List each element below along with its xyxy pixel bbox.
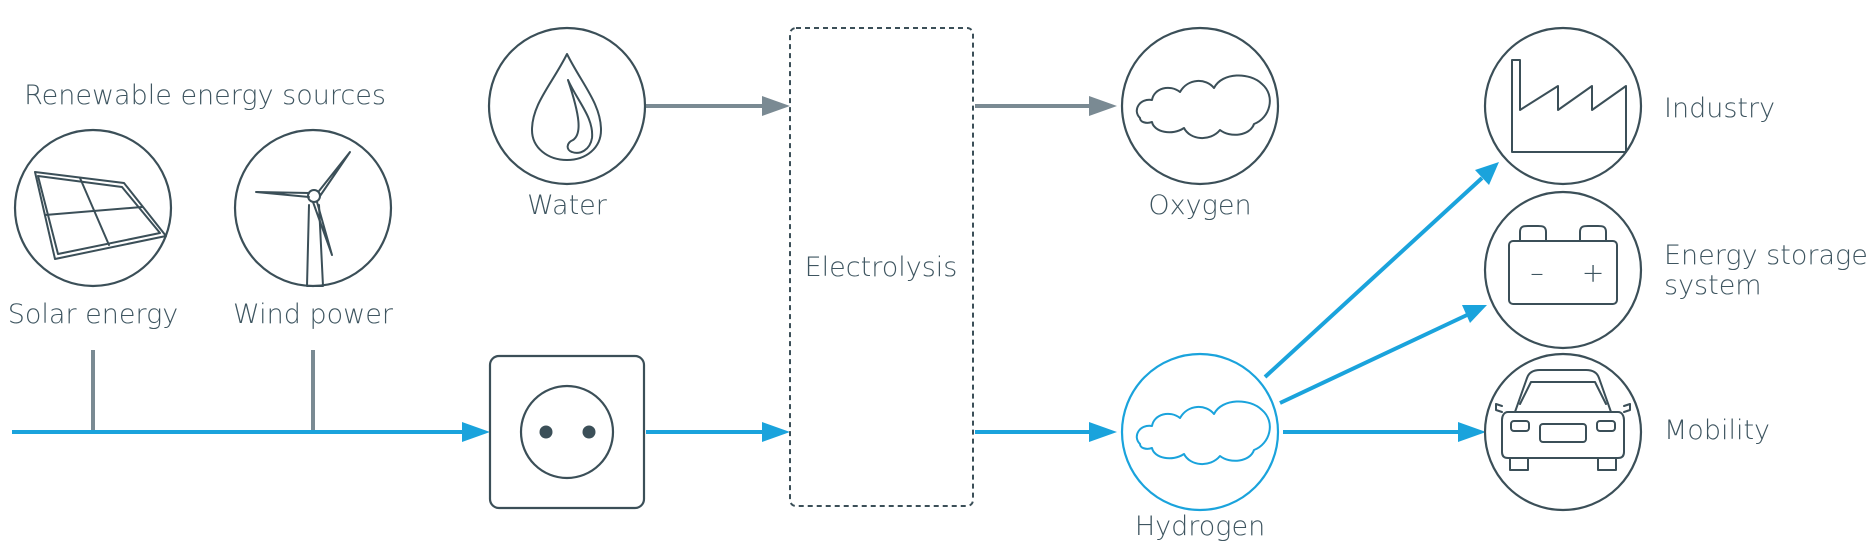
wind-turbine-icon [255,151,351,287]
car-icon [1495,369,1631,471]
oxygen-circle [1120,26,1280,186]
wind-label: Wind power [233,299,394,330]
battery-minus-symbol: – [1530,258,1544,289]
water-label: Water [527,190,608,221]
renewable-sources-label: Renewable energy sources [24,80,386,111]
electrolysis-to-hydrogen-arrow [975,422,1117,442]
electrolysis-label: Electrolysis [805,252,958,283]
socket-icon [519,384,615,480]
power-socket [488,354,646,510]
hydrogen-to-storage-arrow [1279,305,1487,405]
industry-label: Industry [1664,93,1775,124]
battery-plus-symbol: + [1582,258,1605,289]
wind-circle [233,128,393,288]
solar-panel-icon [34,171,167,260]
hydrogen-to-mobility-arrow [1283,422,1486,442]
water-node: Water [487,26,647,221]
hydrogen-node: Hydrogen [1120,352,1280,542]
mobility-label: Mobility [1664,415,1770,446]
water-circle [487,26,647,186]
hydrogen-to-industry-arrow [1263,162,1499,379]
industry-node: Industry [1483,26,1775,186]
oxygen-label: Oxygen [1148,190,1251,221]
factory-icon [1511,59,1627,153]
mobility-circle [1483,352,1643,512]
energy-storage-label-line1: Energy storage [1664,240,1868,271]
water-drop-icon [531,53,602,161]
energy-storage-label-line2: system [1664,270,1762,301]
wind-node: Wind power [233,128,394,330]
solar-node: Solar energy [8,128,179,330]
oxygen-node: Oxygen [1120,26,1280,221]
hydrogen-circle [1120,352,1280,512]
electrolysis-box: Electrolysis [789,27,974,507]
solar-label: Solar energy [8,299,179,330]
grid-arrow [12,422,490,442]
socket-to-electrolysis-arrow [646,422,790,442]
water-to-electrolysis-arrow [646,96,790,116]
electrolysis-to-oxygen-arrow [975,96,1117,116]
storage-circle [1483,190,1643,350]
battery-icon [1508,225,1618,305]
energy-storage-node: – + Energy storage system [1483,190,1868,350]
hydrogen-label: Hydrogen [1135,511,1265,542]
mobility-node: Mobility [1483,352,1770,512]
hydrogen-cloud-icon [1135,400,1271,465]
oxygen-cloud-icon [1135,74,1271,139]
